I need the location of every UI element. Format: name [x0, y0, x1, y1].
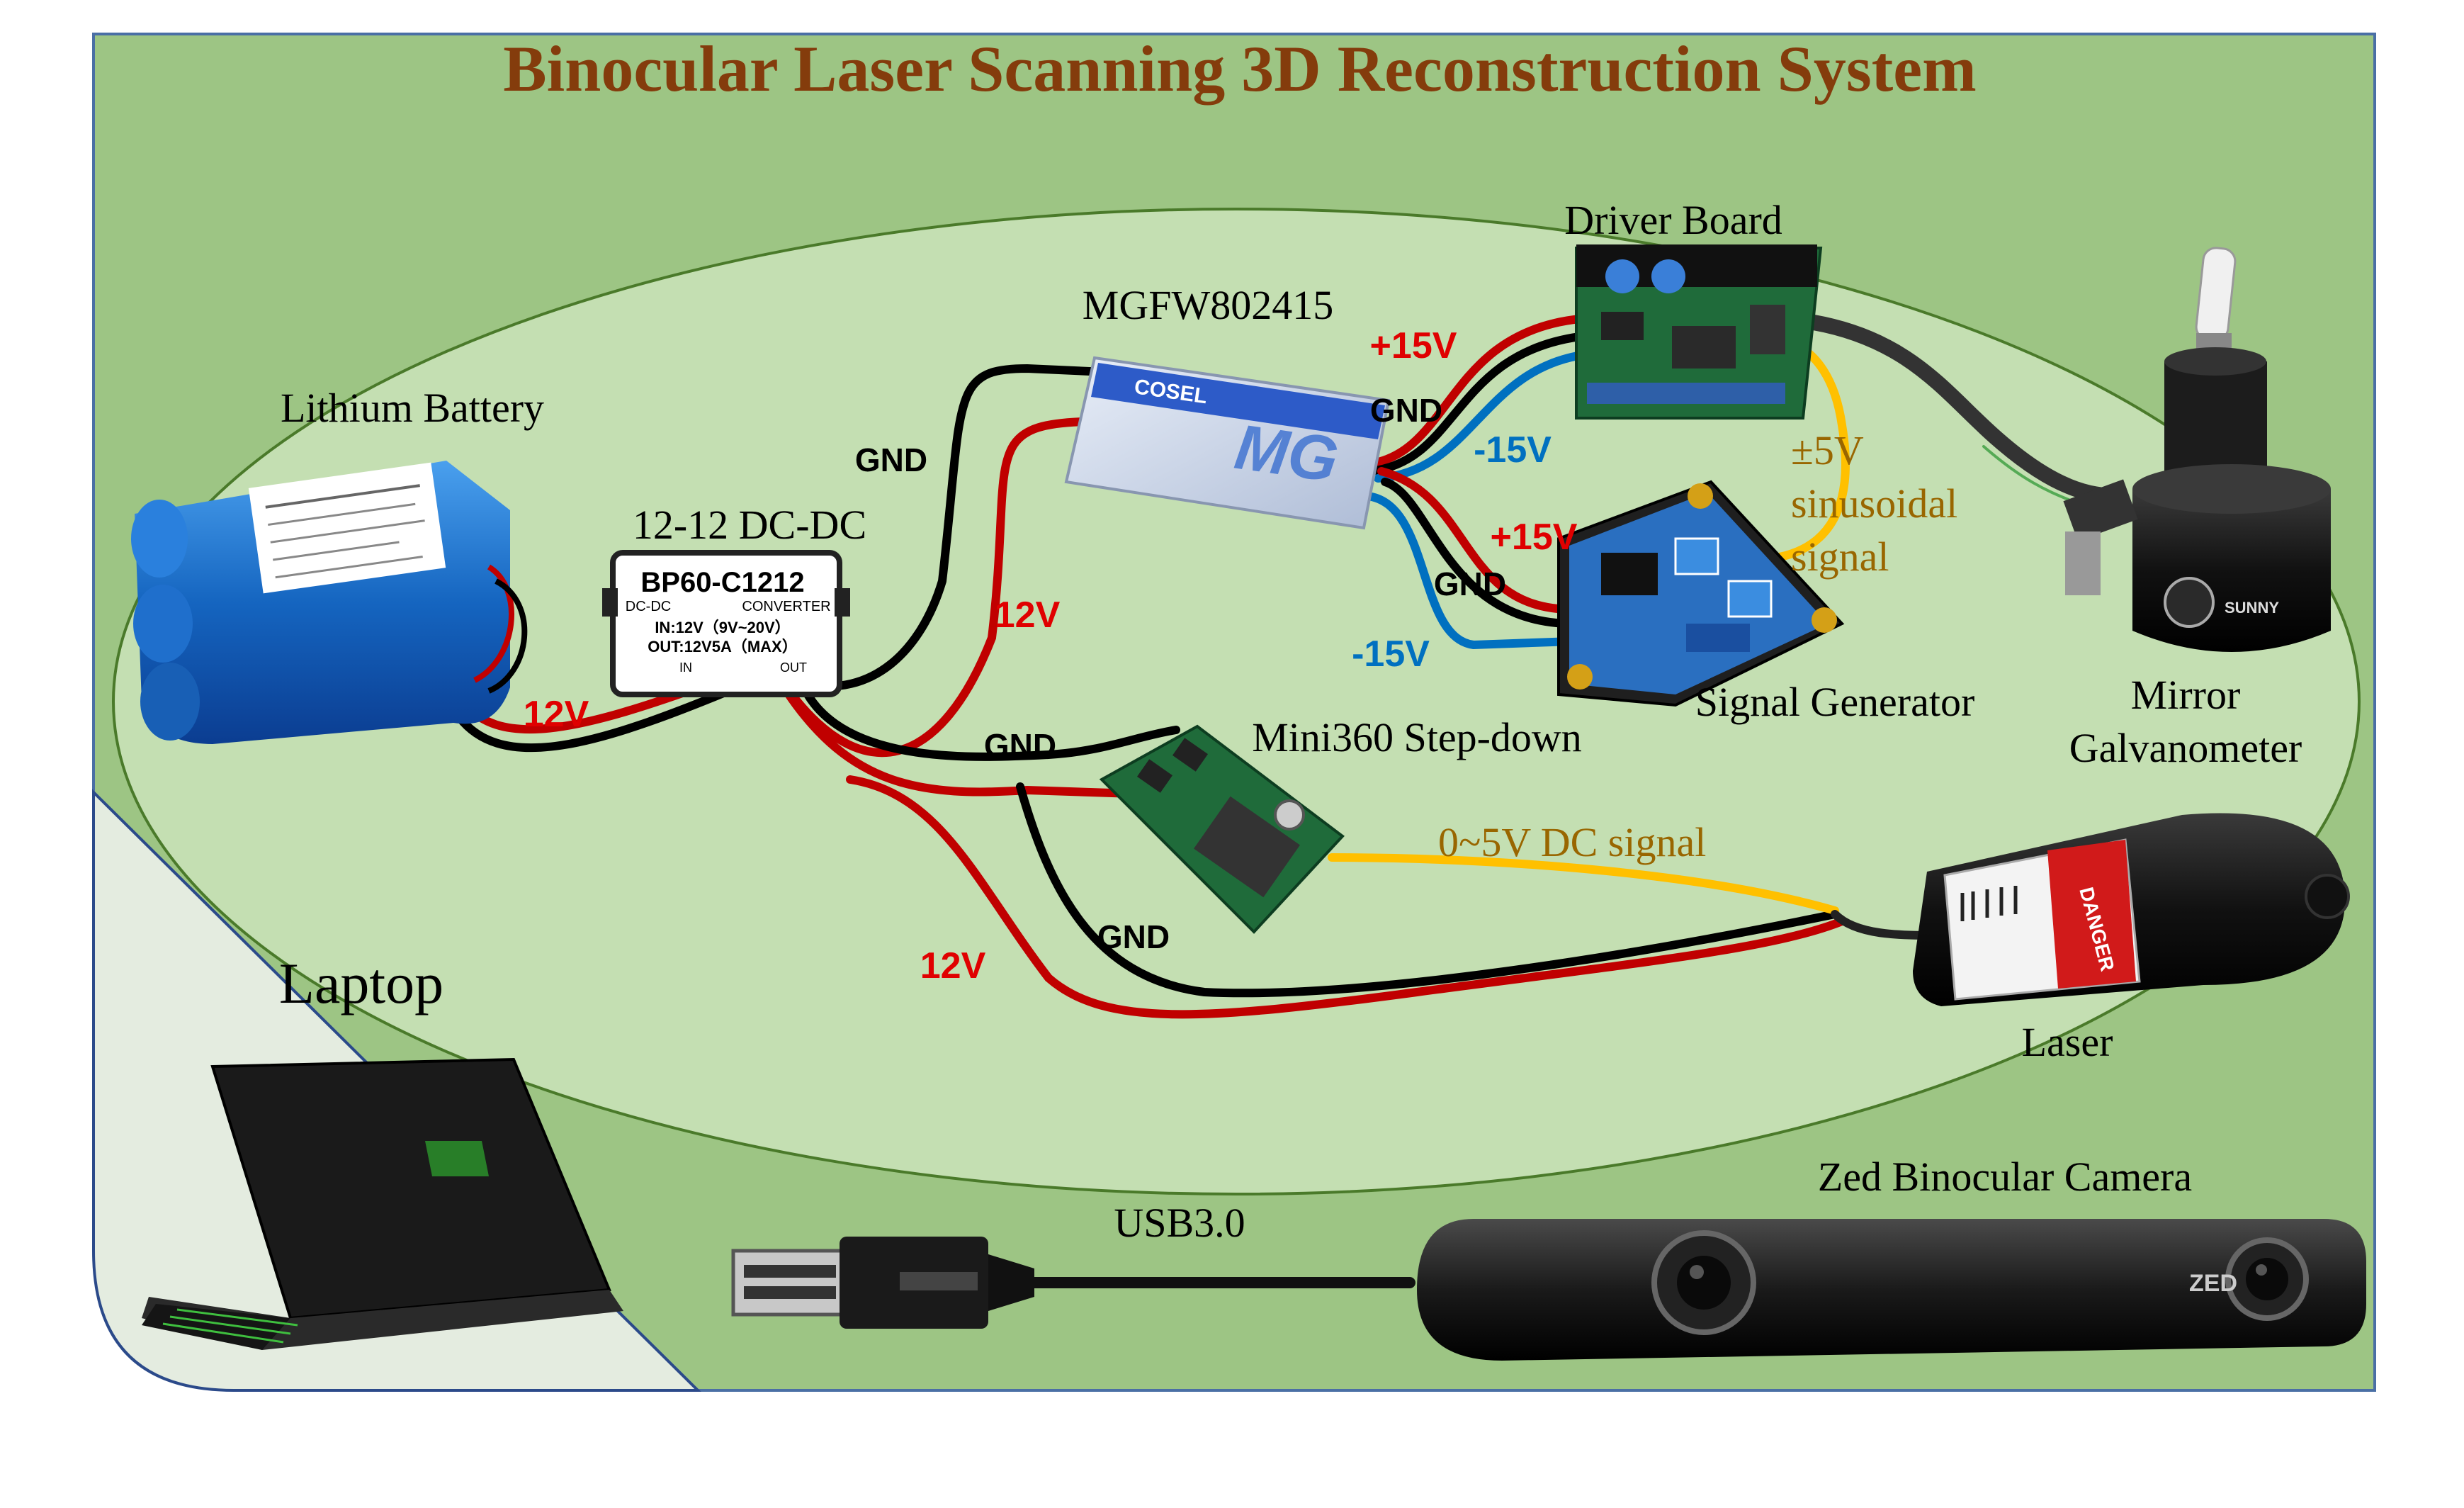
dcdc-out-port: OUT [780, 660, 807, 675]
label-gnd-mgfw: GND [1370, 392, 1442, 429]
wire-gnd-driver [1367, 332, 1584, 476]
wire-gnd-to-laser [1016, 782, 1839, 998]
battery-label: Lithium Battery [281, 385, 544, 431]
zed-camera: ZED [1417, 1219, 2366, 1361]
galvanometer-label-line2: Galvanometer [2069, 725, 2302, 771]
label-12v-battery: 12V [524, 694, 589, 735]
dcdc-converter-text: CONVERTER [742, 599, 830, 614]
wire-battery-black [449, 677, 755, 753]
dcdc-converter: BP60-C1212 DC-DC CONVERTER IN:12V（9V~20V… [602, 550, 850, 697]
wire-12v-to-mgfw [782, 417, 1088, 758]
dcdc-type: DC-DC [626, 599, 671, 614]
driver-board-label: Driver Board [1564, 197, 1782, 243]
wire-n15-siggen [1363, 492, 1577, 650]
laser-module: DANGER [1913, 813, 2350, 1006]
camera-label: Zed Binocular Camera [1818, 1154, 2192, 1200]
dcdc-label: 12-12 DC-DC [633, 502, 866, 548]
label-n15-driver: -15V [1474, 429, 1552, 471]
mini360-stepdown [1099, 724, 1345, 934]
mirror-galvanometer: SUNNY [2063, 247, 2331, 652]
wire-p15-driver [1363, 315, 1584, 468]
dcdc-model: BP60-C1212 [640, 567, 804, 598]
label-n15-siggen: -15V [1352, 634, 1430, 675]
wire-n15-driver [1374, 350, 1591, 483]
label-12v-bottom: 12V [920, 945, 986, 986]
sine-signal-line2: sinusoidal [1791, 480, 1957, 527]
laptop-label: Laptop [279, 951, 443, 1015]
wire-gnd-to-mgfw [800, 364, 1109, 691]
wires [449, 315, 2126, 1288]
wire-p15-siggen [1377, 467, 1577, 614]
driver-board [1575, 244, 1823, 420]
dcdc-in-port: IN [679, 660, 692, 675]
label-gnd-siggen: GND [1434, 566, 1506, 602]
signal-generator [1557, 480, 1845, 707]
dcdc-in-spec: IN:12V（9V~20V） [655, 619, 790, 636]
wire-gnd-siggen [1381, 478, 1577, 628]
wire-12v-to-mini360 [782, 687, 1138, 798]
mgfw-label: MGFW802415 [1083, 282, 1333, 328]
wire-sine-signal [1746, 343, 1850, 564]
label-p15-driver: +15V [1370, 325, 1457, 366]
camera-logo: ZED [2189, 1270, 2237, 1297]
sine-signal-line3: signal [1791, 534, 1889, 580]
mini360-label: Mini360 Step-down [1252, 714, 1582, 760]
label-gnd-bottom: GND [1097, 918, 1170, 955]
label-p15-siggen: +15V [1491, 517, 1578, 558]
usb-connector [731, 1237, 1034, 1329]
dcdc-out-spec: OUT:12V5A（MAX） [648, 638, 797, 655]
galvo-brand: SUNNY [2225, 599, 2279, 617]
mgfw-logo: MG [1231, 412, 1342, 496]
sine-signal-line1: ±5V [1791, 427, 1864, 473]
signal-generator-label: Signal Generator [1695, 679, 1975, 725]
wire-galvo-cable [1806, 315, 2126, 504]
laser-label: Laser [2022, 1019, 2113, 1065]
galvanometer-label-line1: Mirror [2131, 672, 2241, 718]
component-ellipse [112, 208, 2361, 1195]
label-12v-mid: 12V [995, 595, 1061, 636]
dc-signal-label: 0~5V DC signal [1438, 819, 1706, 865]
lithium-battery [131, 461, 528, 744]
wire-12v-to-laser [846, 775, 1846, 1019]
diagram-title: Binocular Laser Scanning 3D Reconstructi… [503, 33, 1976, 105]
mgfw802415-module: COSEL MG [1064, 356, 1391, 530]
wire-dc-signal [1328, 853, 1839, 915]
laptop-computer [142, 1057, 623, 1350]
label-gnd-mini: GND [984, 727, 1056, 764]
usb-label: USB3.0 [1114, 1200, 1245, 1246]
label-gnd-top: GND [855, 441, 927, 478]
wire-gnd-to-mini360 [803, 690, 1180, 761]
